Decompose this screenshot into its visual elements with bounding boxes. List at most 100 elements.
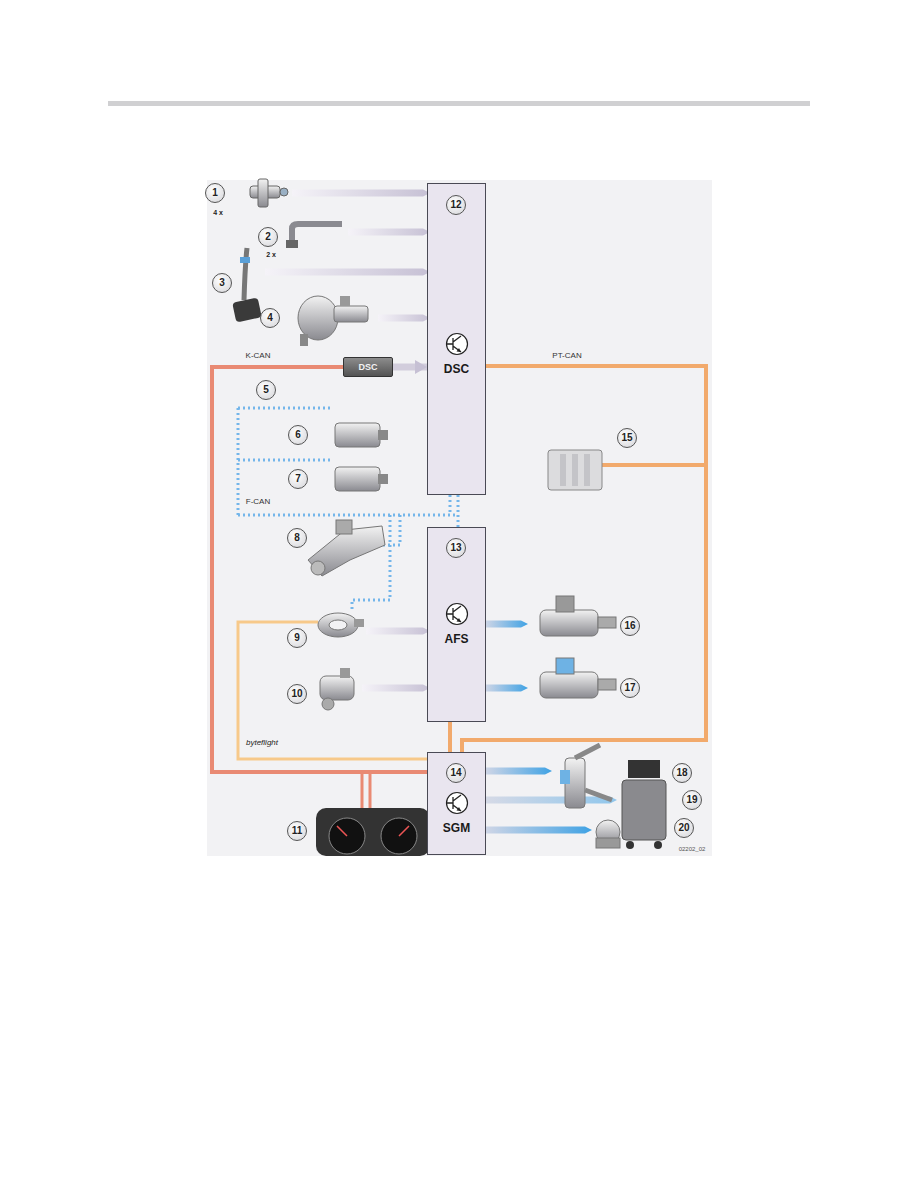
transistor-symbol [447,606,461,622]
diagnosis-tester [654,841,662,849]
sensor-cluster [335,467,380,491]
callout-number: 7 [288,469,308,489]
steering-actuator [540,672,598,698]
control-unit [572,454,578,486]
callout-number: 4 [260,308,280,328]
control-unit [584,454,590,486]
callout-number: 12 [446,195,466,215]
callout-number: 9 [287,628,307,648]
control-unit [548,450,602,490]
hydraulic-pump [596,838,620,848]
bus-name: PT-CAN [550,351,583,360]
transistor-symbol [446,793,467,814]
steering-column [308,520,385,576]
hydraulic-pump [596,820,620,848]
brake-pedal [244,248,247,300]
signal-arrow [485,797,617,804]
steering-actuator [556,658,574,674]
diagram-ground [207,180,712,856]
transistor-symbol [445,602,469,626]
callout-number: 18 [672,763,692,783]
quantity-note: 2 x [266,251,276,258]
transistor-symbol [447,795,461,811]
transistor-symbol [446,334,467,355]
control-unit [560,454,566,486]
steering-motor [322,698,334,710]
callout-number: 13 [446,538,466,558]
bus-connector [457,495,460,527]
wheel-speed-sensor [280,188,288,196]
transistor-symbol [456,618,461,622]
diagnosis-tester [626,841,634,849]
sensor-cluster [378,474,388,484]
brake-booster [298,296,338,340]
quantity-note: 4 x [213,209,223,216]
figure-id: 02202_02 [679,846,706,852]
bus-connector [393,364,427,371]
signal-arrow [485,768,552,775]
steering-actuator [540,610,598,636]
signal-arrow [362,685,430,692]
instrument-cluster [316,808,430,856]
callout-number: 3 [212,273,232,293]
steering-column [311,561,325,575]
diagnosis-tester [622,780,666,840]
height-sensor [286,240,298,248]
callout-number: 5 [256,380,276,400]
height-sensor [292,224,342,246]
wheel-speed-sensor [250,179,288,207]
steering-motor [320,668,354,710]
bus-wire [600,463,706,467]
transistor-symbol [456,807,461,811]
control-unit-box: DSC [427,183,486,495]
bus-connector [448,722,452,752]
transistor-symbol [456,348,461,352]
callout-number: 10 [287,684,307,704]
steering-angle-sensor [318,613,364,637]
callout-number: 17 [620,678,640,698]
steering-column [336,520,352,534]
bus-connector [212,367,427,772]
callout-number: 2 [258,227,278,247]
steering-angle-sensor [354,619,364,627]
signal-arrow [366,628,430,635]
steering-valve [575,745,612,800]
signal-arrow [292,190,430,197]
steering-actuator [598,617,616,628]
control-unit [548,450,602,490]
callout-number: 15 [617,428,637,448]
callout-number: 8 [287,528,307,548]
callout-number: 6 [288,425,308,445]
callout-number: 19 [682,790,702,810]
sensor-cluster [378,430,388,440]
steering-actuator [598,679,616,690]
diagnosis-tester [628,760,660,778]
bus-name: byteflight [246,738,278,747]
bus-connector [462,366,706,752]
steering-valve [560,770,570,784]
control-unit-name: DSC [428,362,485,376]
bus-name: K-CAN [244,351,273,360]
sensor-cluster [335,423,388,491]
brake-booster [334,306,368,322]
signal-arrow [485,827,592,834]
instrument-cluster [337,826,409,836]
control-unit-name: SGM [428,821,485,835]
brake-booster [298,296,368,346]
steering-valve [560,745,612,808]
signal-arrow [485,621,528,628]
brake-pedal [232,248,262,322]
signal-arrow [265,269,430,276]
bus-wire [238,622,430,759]
brake-pedal [240,257,250,263]
bus-name: F-CAN [244,497,272,506]
steering-actuator [540,596,616,698]
header-rule [108,101,810,106]
dsc-button: DSC [343,357,393,377]
button-label: DSC [358,362,377,372]
brake-pedal [232,298,262,323]
steering-motor [320,676,354,700]
brake-booster [300,334,308,346]
callout-number: 16 [620,616,640,636]
